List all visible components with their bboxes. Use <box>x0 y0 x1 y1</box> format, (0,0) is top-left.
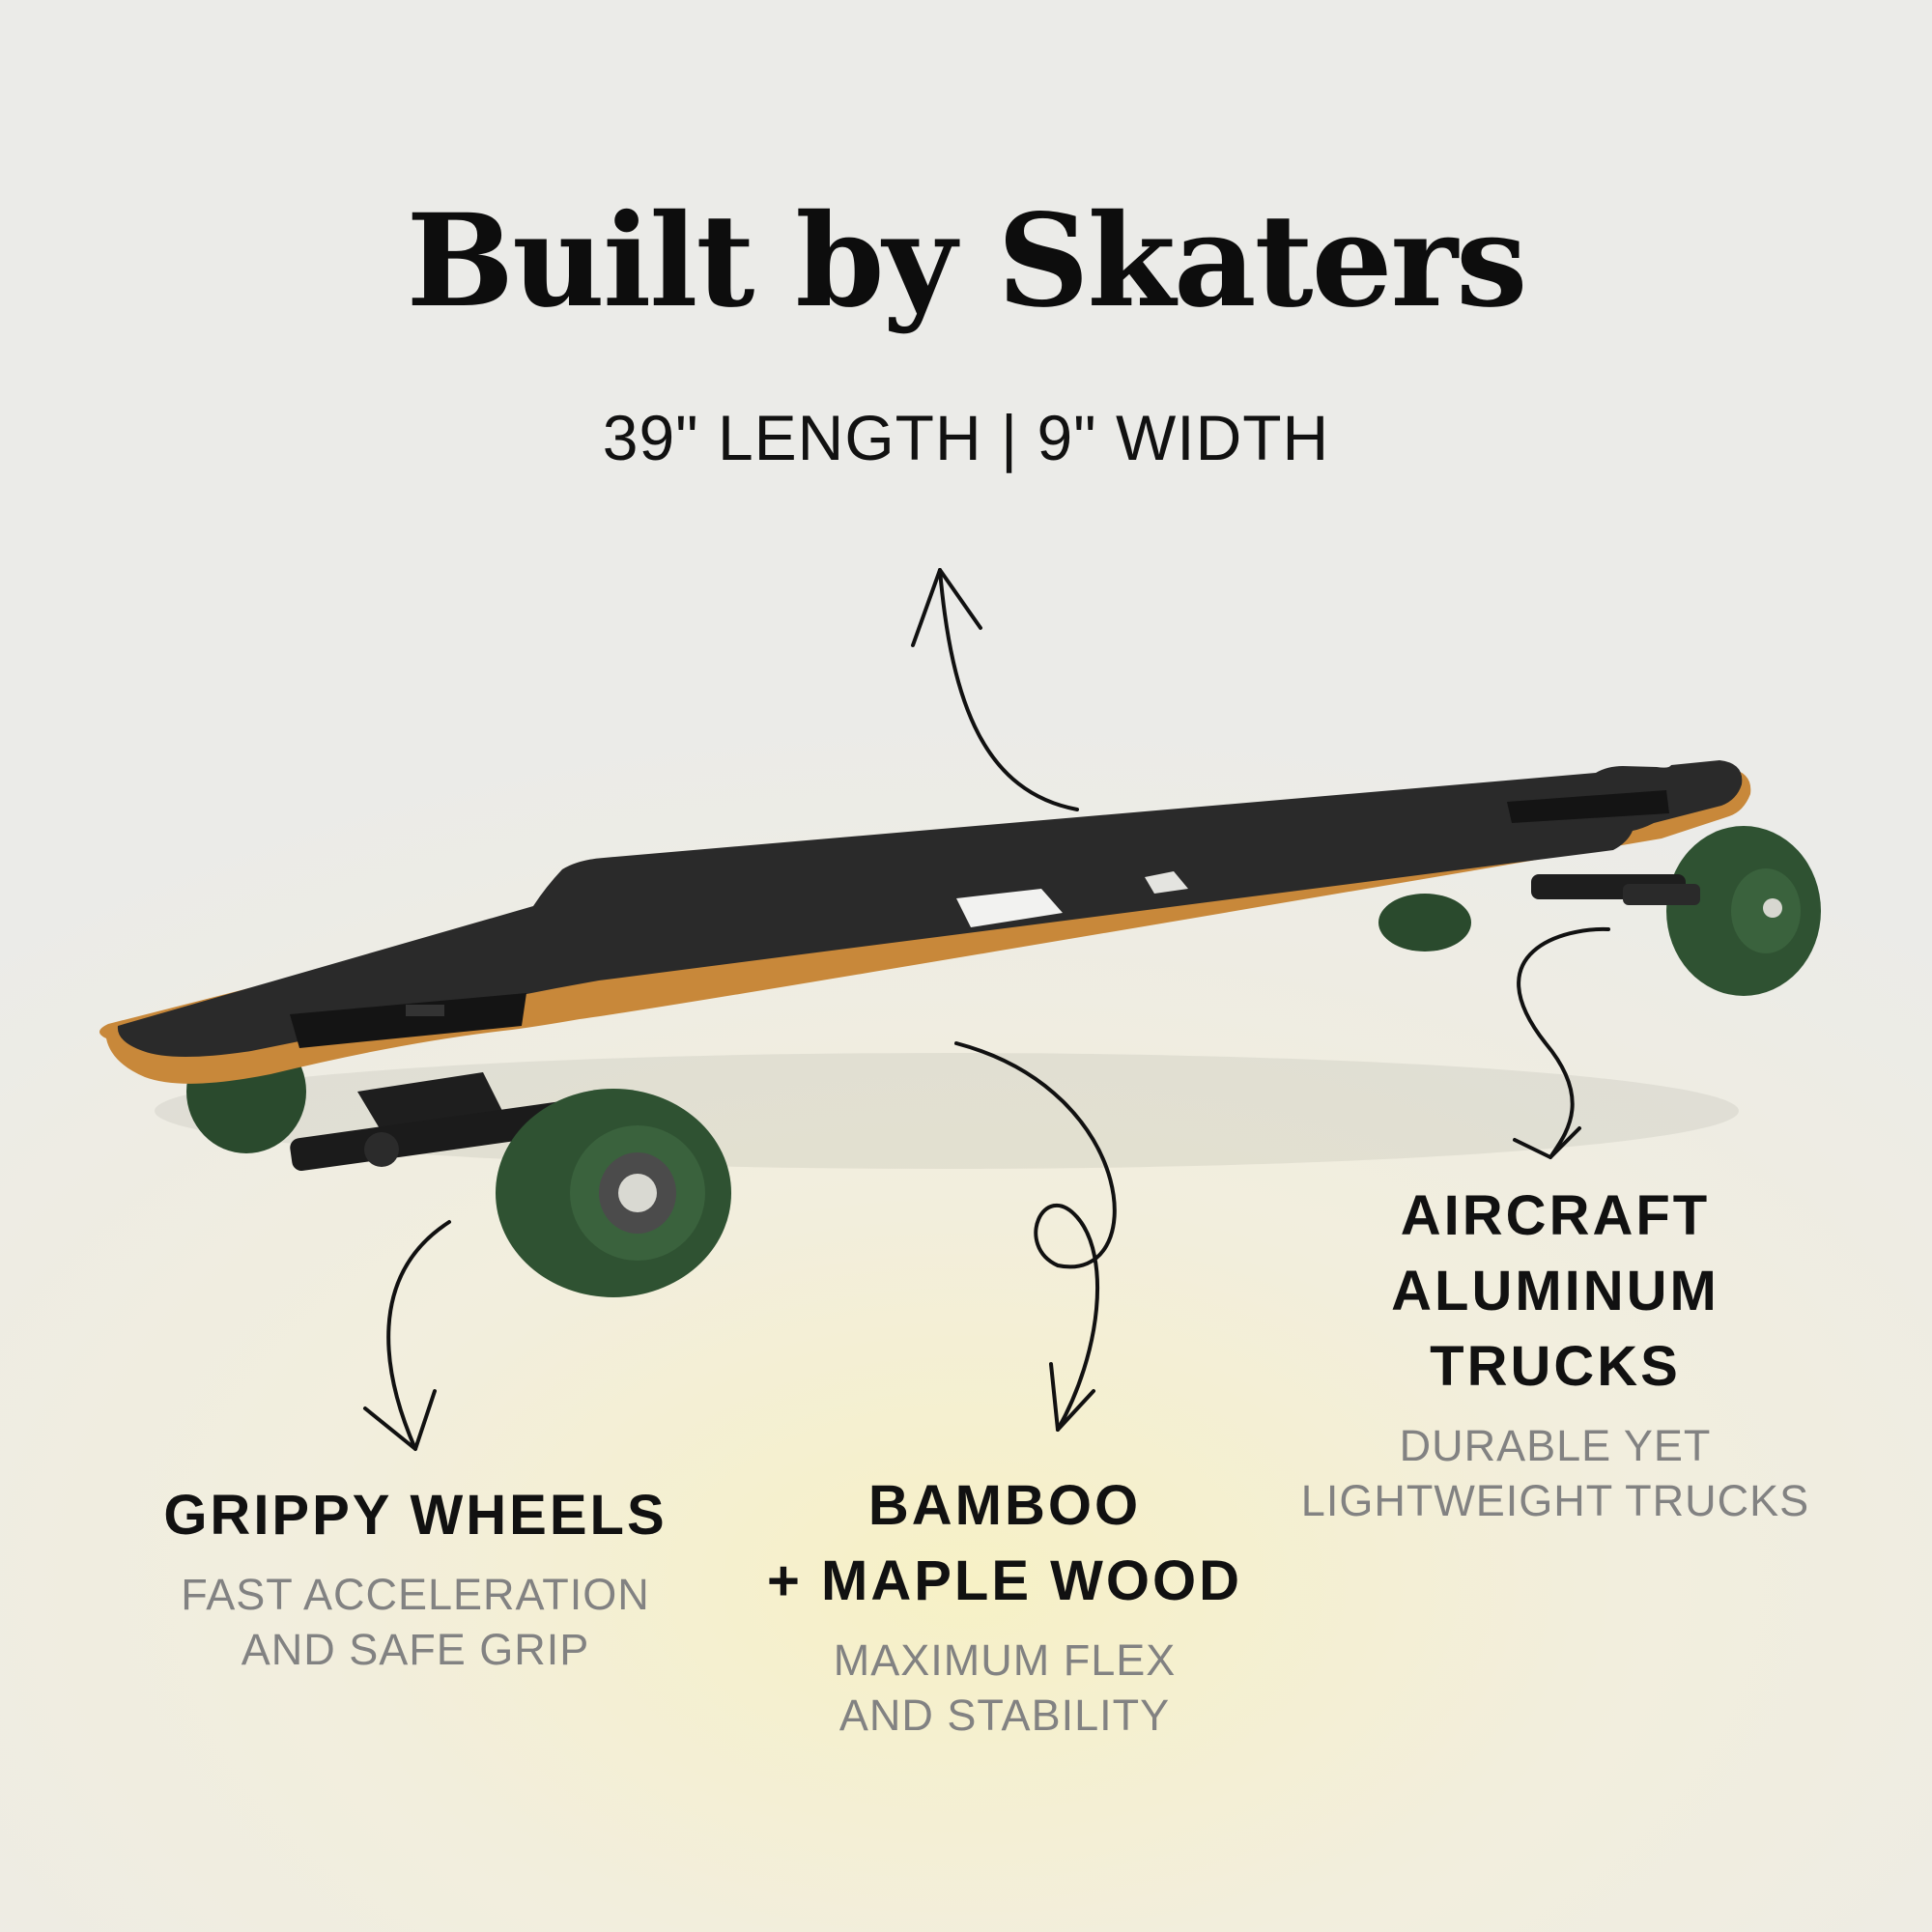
front-near-wheel <box>496 1089 731 1297</box>
deck-griptape <box>117 760 1743 1057</box>
front-baseplate <box>290 993 526 1048</box>
back-truck <box>1531 874 1700 905</box>
feature-wood: BAMBOO + MAPLE WOOD MAXIMUM FLEX AND STA… <box>715 1468 1294 1743</box>
page-title: Built by Skaters <box>406 186 1528 336</box>
front-truck <box>290 1072 570 1172</box>
arrow-dimensions-head <box>911 568 982 647</box>
feature-trucks-heading: AIRCRAFT ALUMINUM TRUCKS <box>1391 1184 1719 1398</box>
board-dimensions: 39" LENGTH | 9" WIDTH <box>602 402 1330 473</box>
rear-baseplate <box>1507 790 1669 823</box>
back-left-wheel <box>1666 826 1821 996</box>
feature-wood-heading: BAMBOO + MAPLE WOOD <box>767 1474 1242 1612</box>
arrow-wheels-head <box>363 1389 437 1451</box>
arrow-wheels <box>386 1220 451 1451</box>
feature-wheels-subtitle: FAST ACCELERATION AND SAFE GRIP <box>181 1570 650 1674</box>
deck-graphic-mark <box>1145 871 1188 894</box>
arrow-trucks-head <box>1513 1126 1581 1159</box>
feature-wheels-heading: GRIPPY WHEELS <box>163 1484 668 1547</box>
feature-trucks-subtitle: DURABLE YET LIGHTWEIGHT TRUCKS <box>1300 1421 1810 1525</box>
feature-wheels: GRIPPY WHEELS FAST ACCELERATION AND SAFE… <box>126 1478 705 1677</box>
arrow-dimensions <box>938 568 1079 811</box>
feature-trucks: AIRCRAFT ALUMINUM TRUCKS DURABLE YET LIG… <box>1265 1179 1845 1528</box>
arrow-wood-head <box>1049 1362 1095 1432</box>
arrow-trucks <box>1517 926 1610 1159</box>
deck-graphic-stripe <box>956 889 1063 927</box>
feature-wood-subtitle: MAXIMUM FLEX AND STABILITY <box>833 1635 1177 1740</box>
back-right-wheel <box>1378 894 1471 952</box>
arrow-wood <box>954 1041 1117 1432</box>
